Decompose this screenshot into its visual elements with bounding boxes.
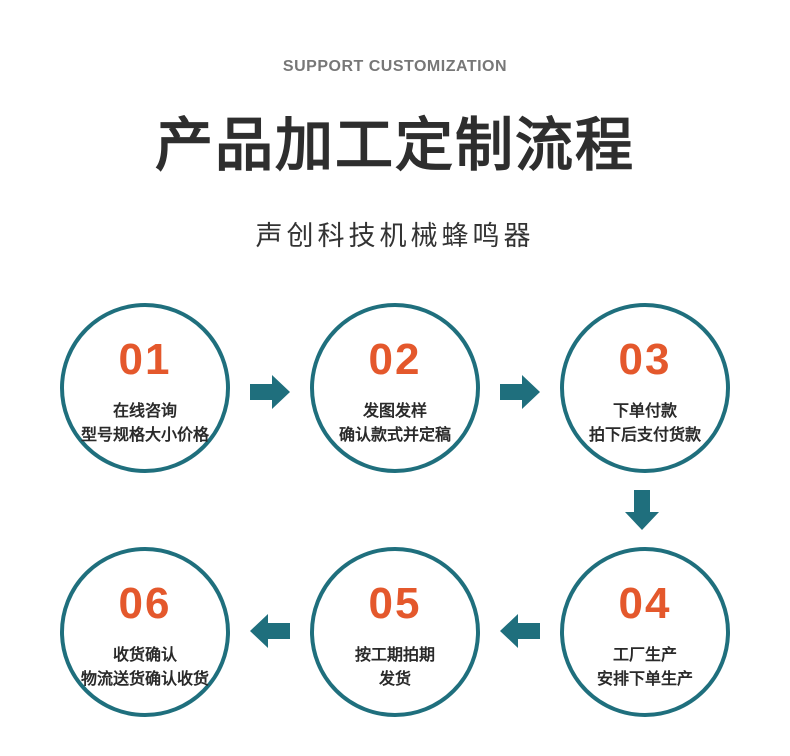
step-04: 04 工厂生产 安排下单生产 bbox=[560, 547, 730, 717]
step-number: 06 bbox=[118, 579, 172, 628]
step-number: 01 bbox=[118, 335, 172, 384]
step-description: 发货 bbox=[378, 669, 411, 688]
step-description: 型号规格大小价格 bbox=[80, 425, 209, 444]
step-05: 05 按工期拍期 发货 bbox=[310, 547, 480, 717]
arrow-left-icon bbox=[500, 614, 540, 648]
step-number: 05 bbox=[368, 579, 422, 628]
step-description: 确认款式并定稿 bbox=[338, 425, 451, 444]
step-02: 02 发图发样 确认款式并定稿 bbox=[310, 303, 480, 473]
step-description: 物流送货确认收货 bbox=[80, 669, 209, 688]
step-title: 收货确认 bbox=[112, 645, 177, 664]
step-title: 工厂生产 bbox=[612, 645, 677, 664]
step-01: 01 在线咨询 型号规格大小价格 bbox=[60, 303, 230, 473]
step-title: 按工期拍期 bbox=[354, 645, 435, 664]
arrow-left-icon bbox=[250, 614, 290, 648]
step-number: 03 bbox=[618, 335, 672, 384]
arrow-right-icon bbox=[250, 375, 290, 409]
page-subtitle: 声创科技机械蜂鸣器 bbox=[255, 221, 535, 252]
arrow-down-icon bbox=[625, 490, 659, 530]
step-description: 拍下后支付货款 bbox=[588, 425, 701, 444]
step-number: 02 bbox=[368, 335, 422, 384]
step-title: 在线咨询 bbox=[112, 401, 177, 420]
step-06: 06 收货确认 物流送货确认收货 bbox=[60, 547, 230, 717]
eyebrow-text: SUPPORT CUSTOMIZATION bbox=[282, 58, 508, 75]
step-03: 03 下单付款 拍下后支付货款 bbox=[560, 303, 730, 473]
step-title: 下单付款 bbox=[612, 401, 677, 420]
page-title: 产品加工定制流程 bbox=[154, 111, 635, 179]
step-number: 04 bbox=[618, 579, 672, 628]
step-description: 安排下单生产 bbox=[596, 669, 693, 688]
step-title: 发图发样 bbox=[362, 401, 427, 420]
arrow-right-icon bbox=[500, 375, 540, 409]
